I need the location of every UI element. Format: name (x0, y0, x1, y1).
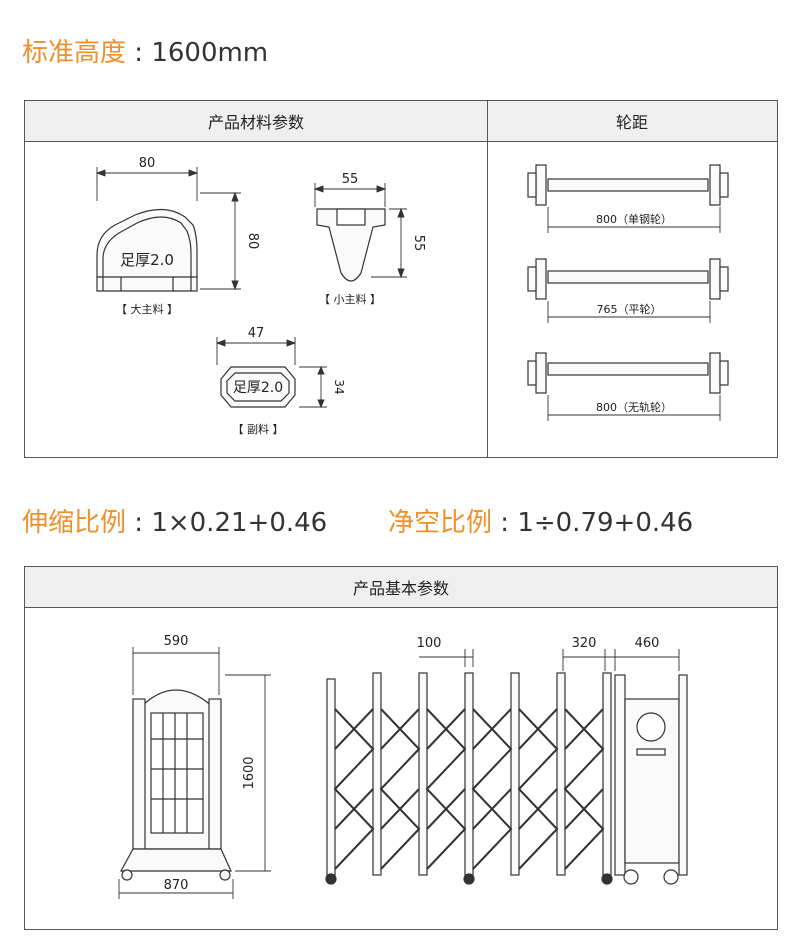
main-profile-width-label: 80 (139, 156, 156, 171)
wheelbase-drawing: 800（单钢轮） 765（平轮） 800（无轨轮） (527, 164, 729, 421)
side-width-bottom-label: 870 (164, 878, 189, 893)
box-width-label: 460 (635, 636, 660, 651)
wheelbase-title: 轮距 (615, 113, 648, 132)
materials-panel-header: 产品材料参数 (25, 101, 487, 142)
front-view-wheels (325, 869, 679, 885)
basic-panel-header: 产品基本参数 (25, 567, 777, 608)
main-profile-height-label: 80 (245, 233, 260, 250)
wheel-axle-1 (527, 164, 729, 206)
standard-height-heading: 标准高度 : 1600mm (22, 32, 268, 69)
side-height-label: 1600 (242, 756, 257, 789)
clear-ratio-value: 1÷0.79+0.46 (517, 508, 694, 538)
sub-profile-width-label: 47 (248, 326, 265, 341)
small-profile-height-label: 55 (411, 235, 426, 252)
main-profile-thickness-text: 足厚2.0 (120, 251, 174, 269)
small-profile-shape (316, 208, 386, 282)
front-view-lattice (333, 708, 605, 870)
small-profile-dims (313, 183, 407, 279)
basic-panel: 产品基本参数 590 1600 870 (24, 566, 778, 930)
wheelbase-label-2: 765（平轮） (597, 302, 662, 316)
panel-divider (487, 101, 488, 457)
small-profile-caption: 【 小主料 】 (319, 292, 381, 306)
wheel-axle-2 (527, 258, 729, 300)
materials-panel: 产品材料参数 轮距 (24, 100, 778, 458)
stretch-ratio-label: 伸缩比例 (22, 508, 127, 538)
basic-drawing: 590 1600 870 (118, 634, 688, 899)
wheelbase-dims (547, 207, 721, 421)
sub-profile-dims (215, 337, 327, 409)
wheel-axle-3 (527, 352, 729, 394)
wheelbase-panel-header: 轮距 (487, 101, 777, 142)
side-view (119, 689, 232, 881)
front-view-dims (419, 649, 680, 671)
side-width-top-label: 590 (164, 634, 189, 649)
clear-ratio-label: 净空比例 (388, 508, 493, 538)
stretch-ratio-value: 1×0.21+0.46 (151, 508, 328, 538)
sub-profile-shape (220, 366, 296, 408)
side-view-dims (118, 647, 271, 899)
standard-height-label: 标准高度 (22, 38, 127, 68)
main-profile-caption: 【 大主料 】 (116, 302, 178, 316)
head-width-label: 320 (572, 636, 597, 651)
stretch-ratio-heading: 伸缩比例 : 1×0.21+0.46 (22, 502, 327, 539)
wheelbase-label-3: 800（无轨轮） (596, 400, 672, 414)
materials-title: 产品材料参数 (207, 113, 304, 132)
clear-ratio-sep: : (500, 508, 510, 538)
stretch-ratio-sep: : (134, 508, 144, 538)
standard-height-sep: : (134, 38, 144, 68)
front-view-head (614, 674, 688, 876)
pitch-label: 100 (417, 636, 442, 651)
front-view-posts (326, 672, 612, 876)
sub-profile-height-label: 34 (332, 379, 346, 394)
sub-profile-thickness-text: 足厚2.0 (233, 380, 283, 396)
sub-profile-caption: 【 副料 】 (233, 422, 284, 436)
main-profile-shape (96, 208, 198, 292)
main-profile-dims (95, 167, 241, 291)
clear-ratio-heading: 净空比例 : 1÷0.79+0.46 (388, 502, 693, 539)
wheelbase-label-1: 800（单钢轮） (596, 212, 672, 226)
standard-height-value: 1600mm (151, 38, 269, 68)
basic-title: 产品基本参数 (352, 579, 449, 598)
small-profile-width-label: 55 (342, 172, 359, 187)
materials-drawing: 80 80 足厚2.0 【 大主料 】 55 55 【 小主料 】 47 34 … (95, 156, 426, 436)
